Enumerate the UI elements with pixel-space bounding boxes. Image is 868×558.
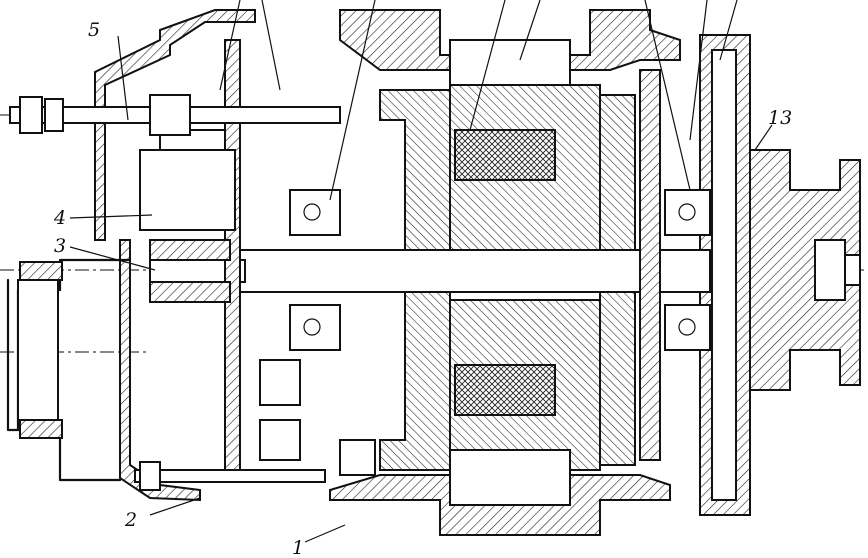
terminal-block [149, 94, 191, 136]
rectifier-bottom [259, 419, 301, 461]
rectifier-top [259, 359, 301, 406]
rear-cover [94, 9, 256, 241]
leader-top-b [261, 0, 281, 91]
leader-13 [754, 124, 773, 151]
intake-rim-top [19, 261, 63, 281]
leader-top-f [644, 0, 691, 191]
rear-cover-lower [119, 239, 201, 502]
shaft-end [844, 254, 861, 286]
diode-bottom [339, 439, 376, 476]
rear-bearing-top [289, 189, 341, 236]
leader-5 [117, 35, 129, 121]
bottom-screw-head [139, 461, 161, 491]
stator-winding-top [449, 39, 571, 86]
leader-top-c [329, 0, 376, 201]
leader-2 [149, 497, 201, 516]
bottom-screw [134, 469, 326, 483]
front-ball-bottom [678, 318, 696, 336]
slip-ring-top [149, 239, 231, 261]
slip-ring-bottom [149, 281, 231, 303]
front-shield [639, 69, 661, 461]
rear-ball-bottom [303, 318, 321, 336]
intake-bore [17, 279, 59, 421]
leader-4 [69, 214, 153, 219]
callout-2: 2 [124, 509, 137, 531]
callout-4: 4 [53, 207, 66, 229]
intake-rim-bottom [19, 419, 63, 439]
rear-bearing-bottom [289, 304, 341, 351]
shaft-nut [814, 239, 846, 301]
shaft [239, 249, 711, 293]
callout-3: 3 [54, 235, 66, 257]
terminal-nut-2 [44, 98, 64, 132]
front-bearing-top [664, 189, 711, 236]
leader-top-d [469, 0, 506, 131]
callout-1: 1 [292, 537, 304, 558]
rear-ball-top [303, 203, 321, 221]
field-coil-top [454, 129, 556, 181]
leader-top-h [719, 0, 738, 61]
leader-1 [304, 524, 346, 543]
leader-top-g [689, 0, 708, 141]
flange-inner [711, 49, 737, 501]
stator-winding-bottom [449, 449, 571, 506]
callout-13: 13 [768, 107, 792, 129]
brush-holder [139, 149, 236, 231]
front-bearing-bottom [664, 304, 711, 351]
field-coil-bottom [454, 364, 556, 416]
leader-top-e [519, 0, 541, 61]
terminal-nut-1 [19, 96, 43, 134]
leader-top-a [219, 0, 241, 91]
leader-3 [69, 246, 156, 271]
front-ball-top [678, 203, 696, 221]
pulley-hub [749, 149, 861, 391]
callout-5: 5 [88, 19, 100, 41]
